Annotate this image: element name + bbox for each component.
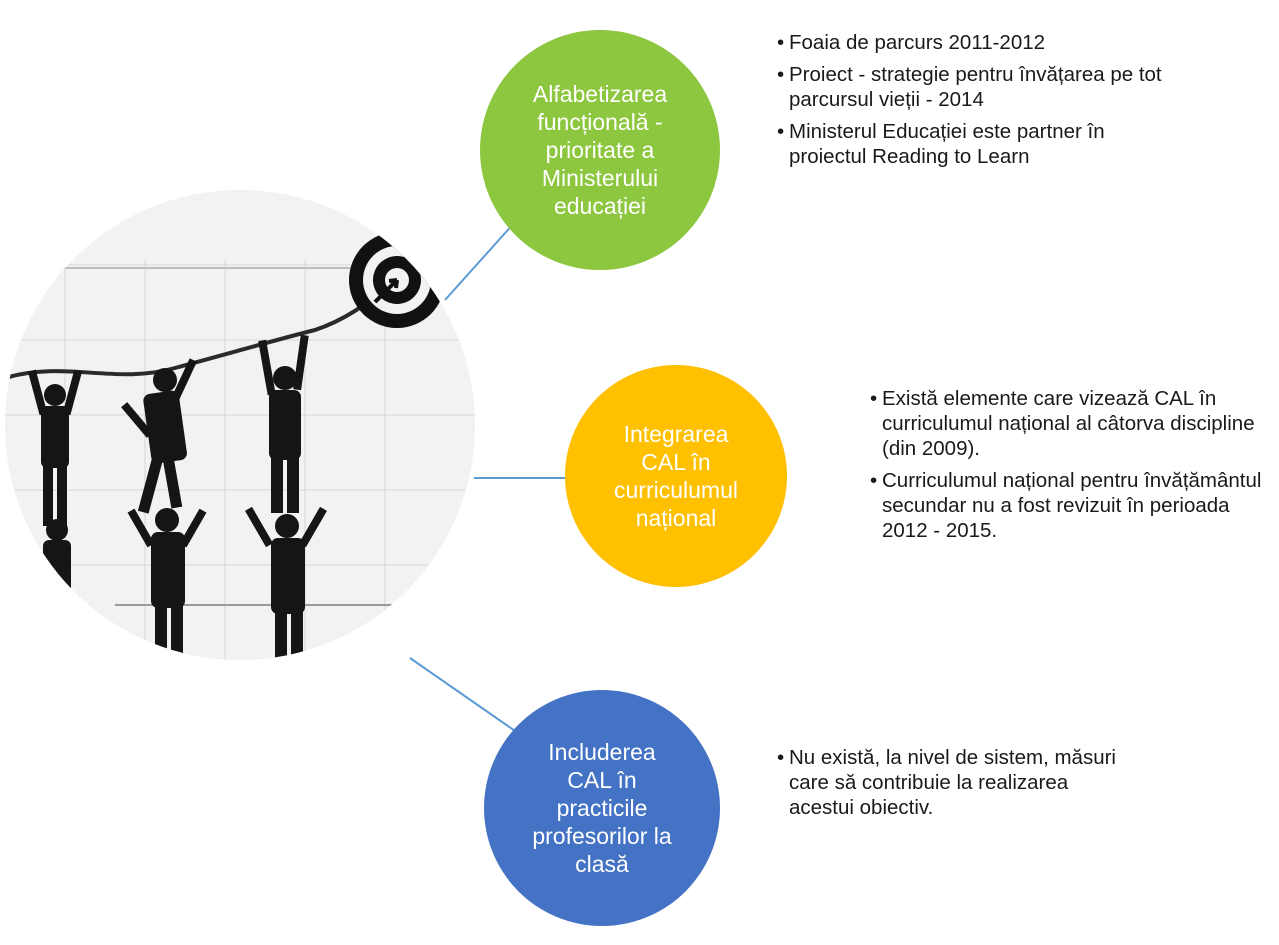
connector-line-1 (444, 221, 516, 301)
notes-teacher-practice: Nu există, la nivel de sistem, măsuri ca… (777, 745, 1137, 827)
node-national-curriculum-label: Integrarea CAL în curriculumul național (614, 421, 738, 531)
node-teacher-practice-label: Includerea CAL în practicile profesorilo… (532, 739, 672, 877)
note-item: Curriculumul național pentru învățământu… (870, 468, 1270, 543)
node-teacher-practice: Includerea CAL în practicile profesorilo… (484, 690, 720, 926)
notes-functional-literacy: Foaia de parcurs 2011-2012 Proiect - str… (777, 30, 1162, 176)
notes-national-curriculum: Există elemente care vizează CAL în curr… (870, 386, 1270, 550)
note-item: Proiect - strategie pentru învățarea pe … (777, 62, 1162, 112)
climbing-team-illustration (5, 190, 475, 660)
note-item: Ministerul Educației este partner în pro… (777, 119, 1162, 169)
node-functional-literacy: Alfabetizarea funcțională - prioritate a… (480, 30, 720, 270)
connector-line-3 (409, 657, 519, 734)
note-item: Există elemente care vizează CAL în curr… (870, 386, 1270, 461)
node-national-curriculum: Integrarea CAL în curriculumul național (565, 365, 787, 587)
climbing-team-image (5, 190, 475, 660)
note-item: Nu există, la nivel de sistem, măsuri ca… (777, 745, 1137, 820)
node-functional-literacy-label: Alfabetizarea funcțională - prioritate a… (532, 81, 668, 219)
note-item: Foaia de parcurs 2011-2012 (777, 30, 1162, 55)
grid-paper (5, 260, 475, 660)
